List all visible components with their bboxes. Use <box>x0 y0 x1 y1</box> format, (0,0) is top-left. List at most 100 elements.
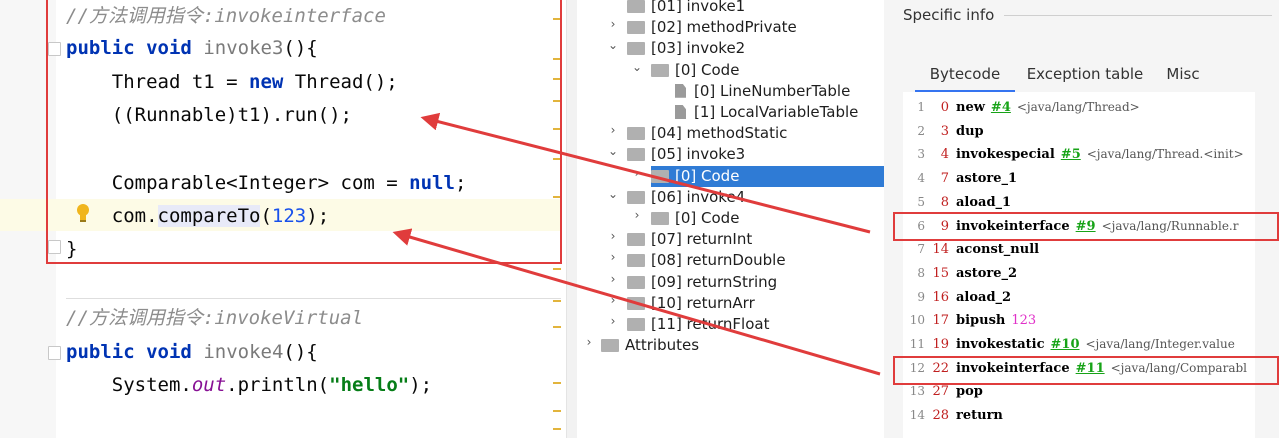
bytecode-offset: 9 <box>940 218 949 234</box>
bytecode-offset: 15 <box>932 265 949 281</box>
bytecode-opcode: bipush <box>956 313 1006 329</box>
chevron-down-icon[interactable]: ⌄ <box>631 59 643 74</box>
scroll-marker <box>553 78 561 80</box>
scroll-marker <box>553 300 561 302</box>
tree-item[interactable]: [08] returnDouble <box>627 250 786 271</box>
code-token: ); <box>306 205 330 227</box>
bytecode-ref[interactable]: #11 <box>1075 360 1105 376</box>
tree-item-label: Attributes <box>625 336 700 355</box>
folder-icon <box>627 318 645 331</box>
chevron-right-icon[interactable]: › <box>610 229 616 244</box>
tree-item-label: [05] invoke3 <box>651 145 746 164</box>
scroll-marker <box>553 268 561 270</box>
bytecode-comment: <java/lang/Integer.value <box>1085 337 1235 351</box>
panel-splitter[interactable] <box>566 0 577 438</box>
bytecode-line-number: 1 <box>917 100 925 114</box>
chevron-right-icon[interactable]: › <box>634 208 640 222</box>
tree-item[interactable]: Attributes <box>601 335 699 356</box>
tree-item-label: [11] returnFloat <box>651 315 770 333</box>
chevron-down-icon[interactable]: ⌄ <box>607 186 619 201</box>
tree-item[interactable]: [06] invoke4 <box>627 187 745 208</box>
code-token: compareTo <box>157 205 261 227</box>
code-line[interactable]: Thread t1 = new Thread(); <box>66 66 398 98</box>
chevron-right-icon[interactable]: › <box>610 271 616 286</box>
bytecode-operand: 123 <box>1011 313 1037 329</box>
tree-item[interactable]: [1] LocalVariableTable <box>675 102 858 123</box>
chevron-down-icon[interactable]: ⌄ <box>607 38 619 53</box>
chevron-right-icon[interactable]: › <box>610 314 616 328</box>
fold-marker-icon[interactable] <box>48 240 61 254</box>
panel-title: Specific info <box>903 6 995 24</box>
tree-item-label: [02] methodPrivate <box>651 18 797 37</box>
tree-item[interactable]: [0] LineNumberTable <box>675 81 850 102</box>
code-line[interactable]: } <box>66 233 77 265</box>
code-line[interactable]: ((Runnable)t1).run(); <box>66 99 352 131</box>
tab-misc[interactable]: Misc <box>1166 65 1200 83</box>
fold-marker-icon[interactable] <box>48 42 61 56</box>
class-structure-tree[interactable]: [01] invoke1›[02] methodPrivate⌄[03] inv… <box>577 0 884 438</box>
tree-item[interactable]: [10] returnArr <box>627 293 755 314</box>
bytecode-ref[interactable]: #10 <box>1050 337 1080 352</box>
tree-item[interactable]: [05] invoke3 <box>627 144 745 165</box>
code-token: invoke3 <box>203 37 284 59</box>
bytecode-offset: 27 <box>932 384 949 400</box>
tree-item[interactable]: [0] Code <box>651 60 739 81</box>
bytecode-ref[interactable]: #5 <box>1060 147 1081 163</box>
tree-item[interactable]: [01] invoke1 <box>627 0 745 17</box>
bytecode-opcode: astore_2 <box>956 265 1018 281</box>
chevron-right-icon[interactable]: › <box>610 17 616 32</box>
tree-item[interactable]: [07] returnInt <box>627 229 752 250</box>
tree-item[interactable]: [03] invoke2 <box>627 38 745 59</box>
code-line[interactable]: com.compareTo(123); <box>66 200 329 232</box>
tree-item-label: [1] LocalVariableTable <box>694 103 859 121</box>
tab-exception-table[interactable]: Exception table <box>1026 65 1144 83</box>
bytecode-opcode: astore_1 <box>956 171 1018 187</box>
tree-item[interactable]: [02] methodPrivate <box>627 17 797 38</box>
bytecode-line-number: 14 <box>909 408 925 423</box>
bytecode-opcode: invokestatic <box>956 337 1045 352</box>
tab-bytecode[interactable]: Bytecode <box>915 62 1015 93</box>
chevron-right-icon[interactable]: › <box>610 292 616 307</box>
tree-item[interactable]: [09] returnString <box>627 272 777 293</box>
chevron-down-icon[interactable]: ⌄ <box>607 144 619 159</box>
bytecode-offset: 16 <box>932 289 949 305</box>
lightbulb-icon[interactable] <box>75 203 91 223</box>
code-line[interactable]: public void invoke3(){ <box>66 32 318 64</box>
code-comment[interactable]: //方法调用指令:invokeVirtual <box>66 302 363 334</box>
chevron-right-icon[interactable]: › <box>586 335 592 350</box>
bytecode-offset: 28 <box>932 408 949 424</box>
code-line[interactable]: public void invoke4(){ <box>66 336 318 368</box>
scroll-marker <box>553 18 561 20</box>
code-comment[interactable]: //方法调用指令:invokeinterface <box>66 0 386 32</box>
chevron-right-icon[interactable]: › <box>634 165 640 180</box>
tree-item-label: [07] returnInt <box>651 230 753 249</box>
code-line[interactable]: System.out.println("hello"); <box>66 369 432 401</box>
chevron-right-icon[interactable]: › <box>610 123 616 138</box>
chevron-right-icon[interactable]: › <box>610 250 616 265</box>
bytecode-line-number: 6 <box>917 218 925 233</box>
tree-item-label: [06] invoke4 <box>651 187 746 206</box>
bytecode-ref[interactable]: #9 <box>1075 218 1096 234</box>
tree-item[interactable]: [11] returnFloat <box>627 314 769 335</box>
tree-item[interactable]: [04] methodStatic <box>627 123 787 144</box>
tree-item[interactable]: [0] Code <box>651 165 884 187</box>
fold-marker-icon[interactable] <box>48 346 61 360</box>
bytecode-ref[interactable]: #4 <box>990 100 1011 115</box>
tree-item[interactable]: [0] Code <box>651 208 739 229</box>
